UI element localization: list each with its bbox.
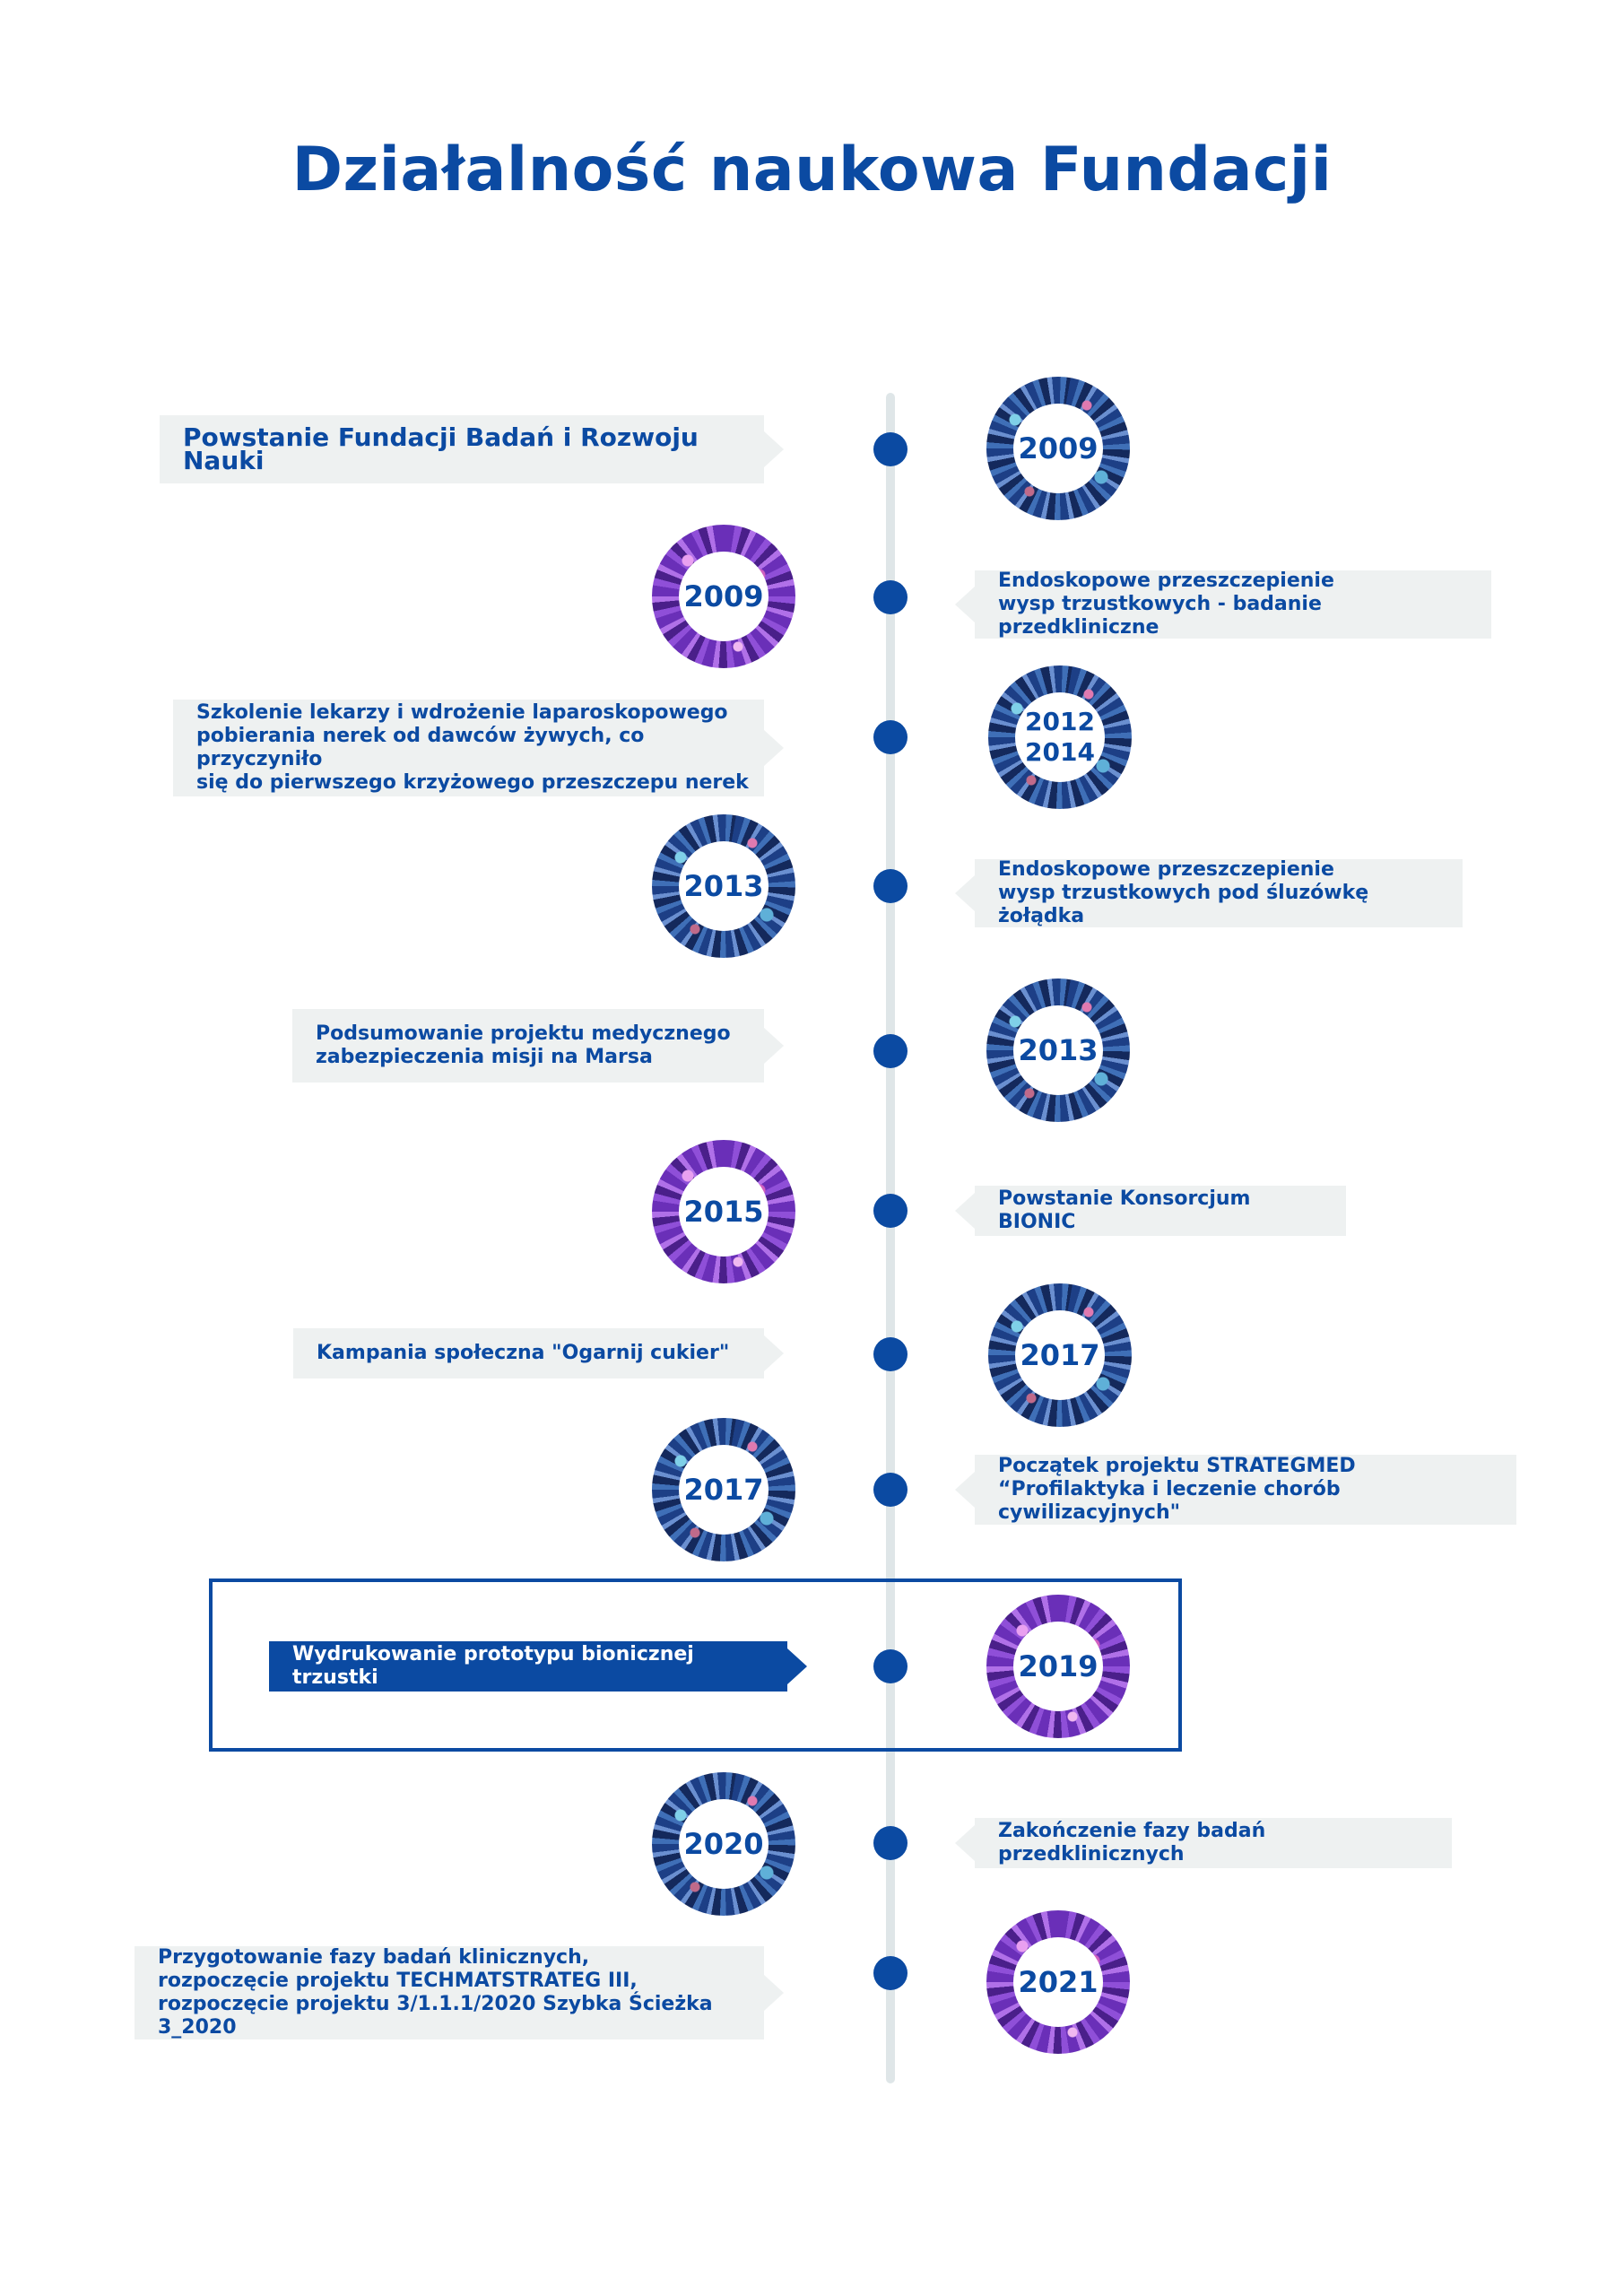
event-text: Powstanie Konsorcjum BIONIC <box>998 1187 1251 1233</box>
timeline-dot <box>873 580 908 614</box>
timeline-dot <box>873 869 908 903</box>
event-box-strategmed: Początek projektu STRATEGMED “Profilakty… <box>955 1455 1516 1525</box>
timeline-dot <box>873 432 908 466</box>
event-box-gastric-mucosa: Endoskopowe przeszczepienie wysp trzustk… <box>955 858 1463 927</box>
timeline-dot <box>873 1649 908 1683</box>
timeline-dot <box>873 720 908 754</box>
event-box-islet-preclinical: Endoskopowe przeszczepienie wysp trzustk… <box>955 570 1491 639</box>
year-label: 2013 <box>1013 1005 1103 1095</box>
event-text: Szkolenie lekarzy i wdrożenie laparoskop… <box>196 701 749 794</box>
event-box-clinical-phase: Przygotowanie fazy badań klinicznych, ro… <box>135 1946 784 2039</box>
event-text: Endoskopowe przeszczepienie wysp trzustk… <box>998 570 1334 639</box>
event-box-foundation: Powstanie Fundacji Badań i Rozwoju Nauki <box>160 415 784 483</box>
highlight-frame <box>209 1578 1182 1752</box>
timeline-dot <box>873 1956 908 1990</box>
event-box-bionic-pancreas: Wydrukowanie prototypu bionicznej trzust… <box>269 1641 807 1692</box>
year-badge: 2013 <box>652 814 795 958</box>
year-badge: 2009 <box>652 525 795 668</box>
timeline-dot <box>873 1337 908 1371</box>
year-badge: 2012 2014 <box>988 665 1132 809</box>
year-badge: 2021 <box>986 1910 1130 2054</box>
event-text: Początek projektu STRATEGMED “Profilakty… <box>998 1455 1356 1524</box>
event-text: Kampania społeczna "Ogarnij cukier" <box>317 1342 730 1364</box>
event-box-laparoscopy: Szkolenie lekarzy i wdrożenie laparoskop… <box>173 700 784 796</box>
year-badge: 2015 <box>652 1140 795 1283</box>
year-badge: 2017 <box>652 1418 795 1561</box>
year-label: 2015 <box>679 1167 769 1257</box>
event-box-campaign: Kampania społeczna "Ogarnij cukier" <box>293 1328 784 1378</box>
timeline-axis <box>886 393 895 2083</box>
year-badge: 2017 <box>988 1283 1132 1427</box>
year-label: 2009 <box>679 552 769 641</box>
timeline-dot <box>873 1194 908 1228</box>
year-label: 2019 <box>1013 1622 1103 1711</box>
page-title: Działalność naukowa Fundacji <box>291 135 1333 205</box>
timeline-dot <box>873 1473 908 1507</box>
event-text: Podsumowanie projektu medycznego zabezpi… <box>316 1022 731 1068</box>
year-label: 2012 2014 <box>1015 692 1105 782</box>
event-text: Powstanie Fundacji Badań i Rozwoju Nauki <box>183 422 699 475</box>
year-label: 2021 <box>1013 1937 1103 2027</box>
event-text: Przygotowanie fazy badań klinicznych, ro… <box>158 1946 713 2039</box>
year-label: 2009 <box>1013 404 1103 493</box>
year-label: 2020 <box>679 1799 769 1889</box>
event-box-bionic: Powstanie Konsorcjum BIONIC <box>955 1186 1346 1236</box>
year-label: 2017 <box>679 1445 769 1535</box>
year-badge: 2009 <box>986 377 1130 520</box>
event-text: Wydrukowanie prototypu bionicznej trzust… <box>292 1643 694 1689</box>
event-text: Endoskopowe przeszczepienie wysp trzustk… <box>998 858 1369 927</box>
event-box-preclinical-end: Zakończenie fazy badań przedklinicznych <box>955 1818 1452 1868</box>
year-badge: 2013 <box>986 978 1130 1122</box>
year-badge: 2020 <box>652 1772 795 1916</box>
event-box-mars-mission: Podsumowanie projektu medycznego zabezpi… <box>292 1009 784 1083</box>
event-text: Zakończenie fazy badań przedklinicznych <box>998 1820 1266 1866</box>
year-badge: 2019 <box>986 1595 1130 1738</box>
year-label: 2013 <box>679 841 769 931</box>
timeline-dot <box>873 1826 908 1860</box>
timeline-dot <box>873 1034 908 1068</box>
year-label: 2017 <box>1015 1310 1105 1400</box>
